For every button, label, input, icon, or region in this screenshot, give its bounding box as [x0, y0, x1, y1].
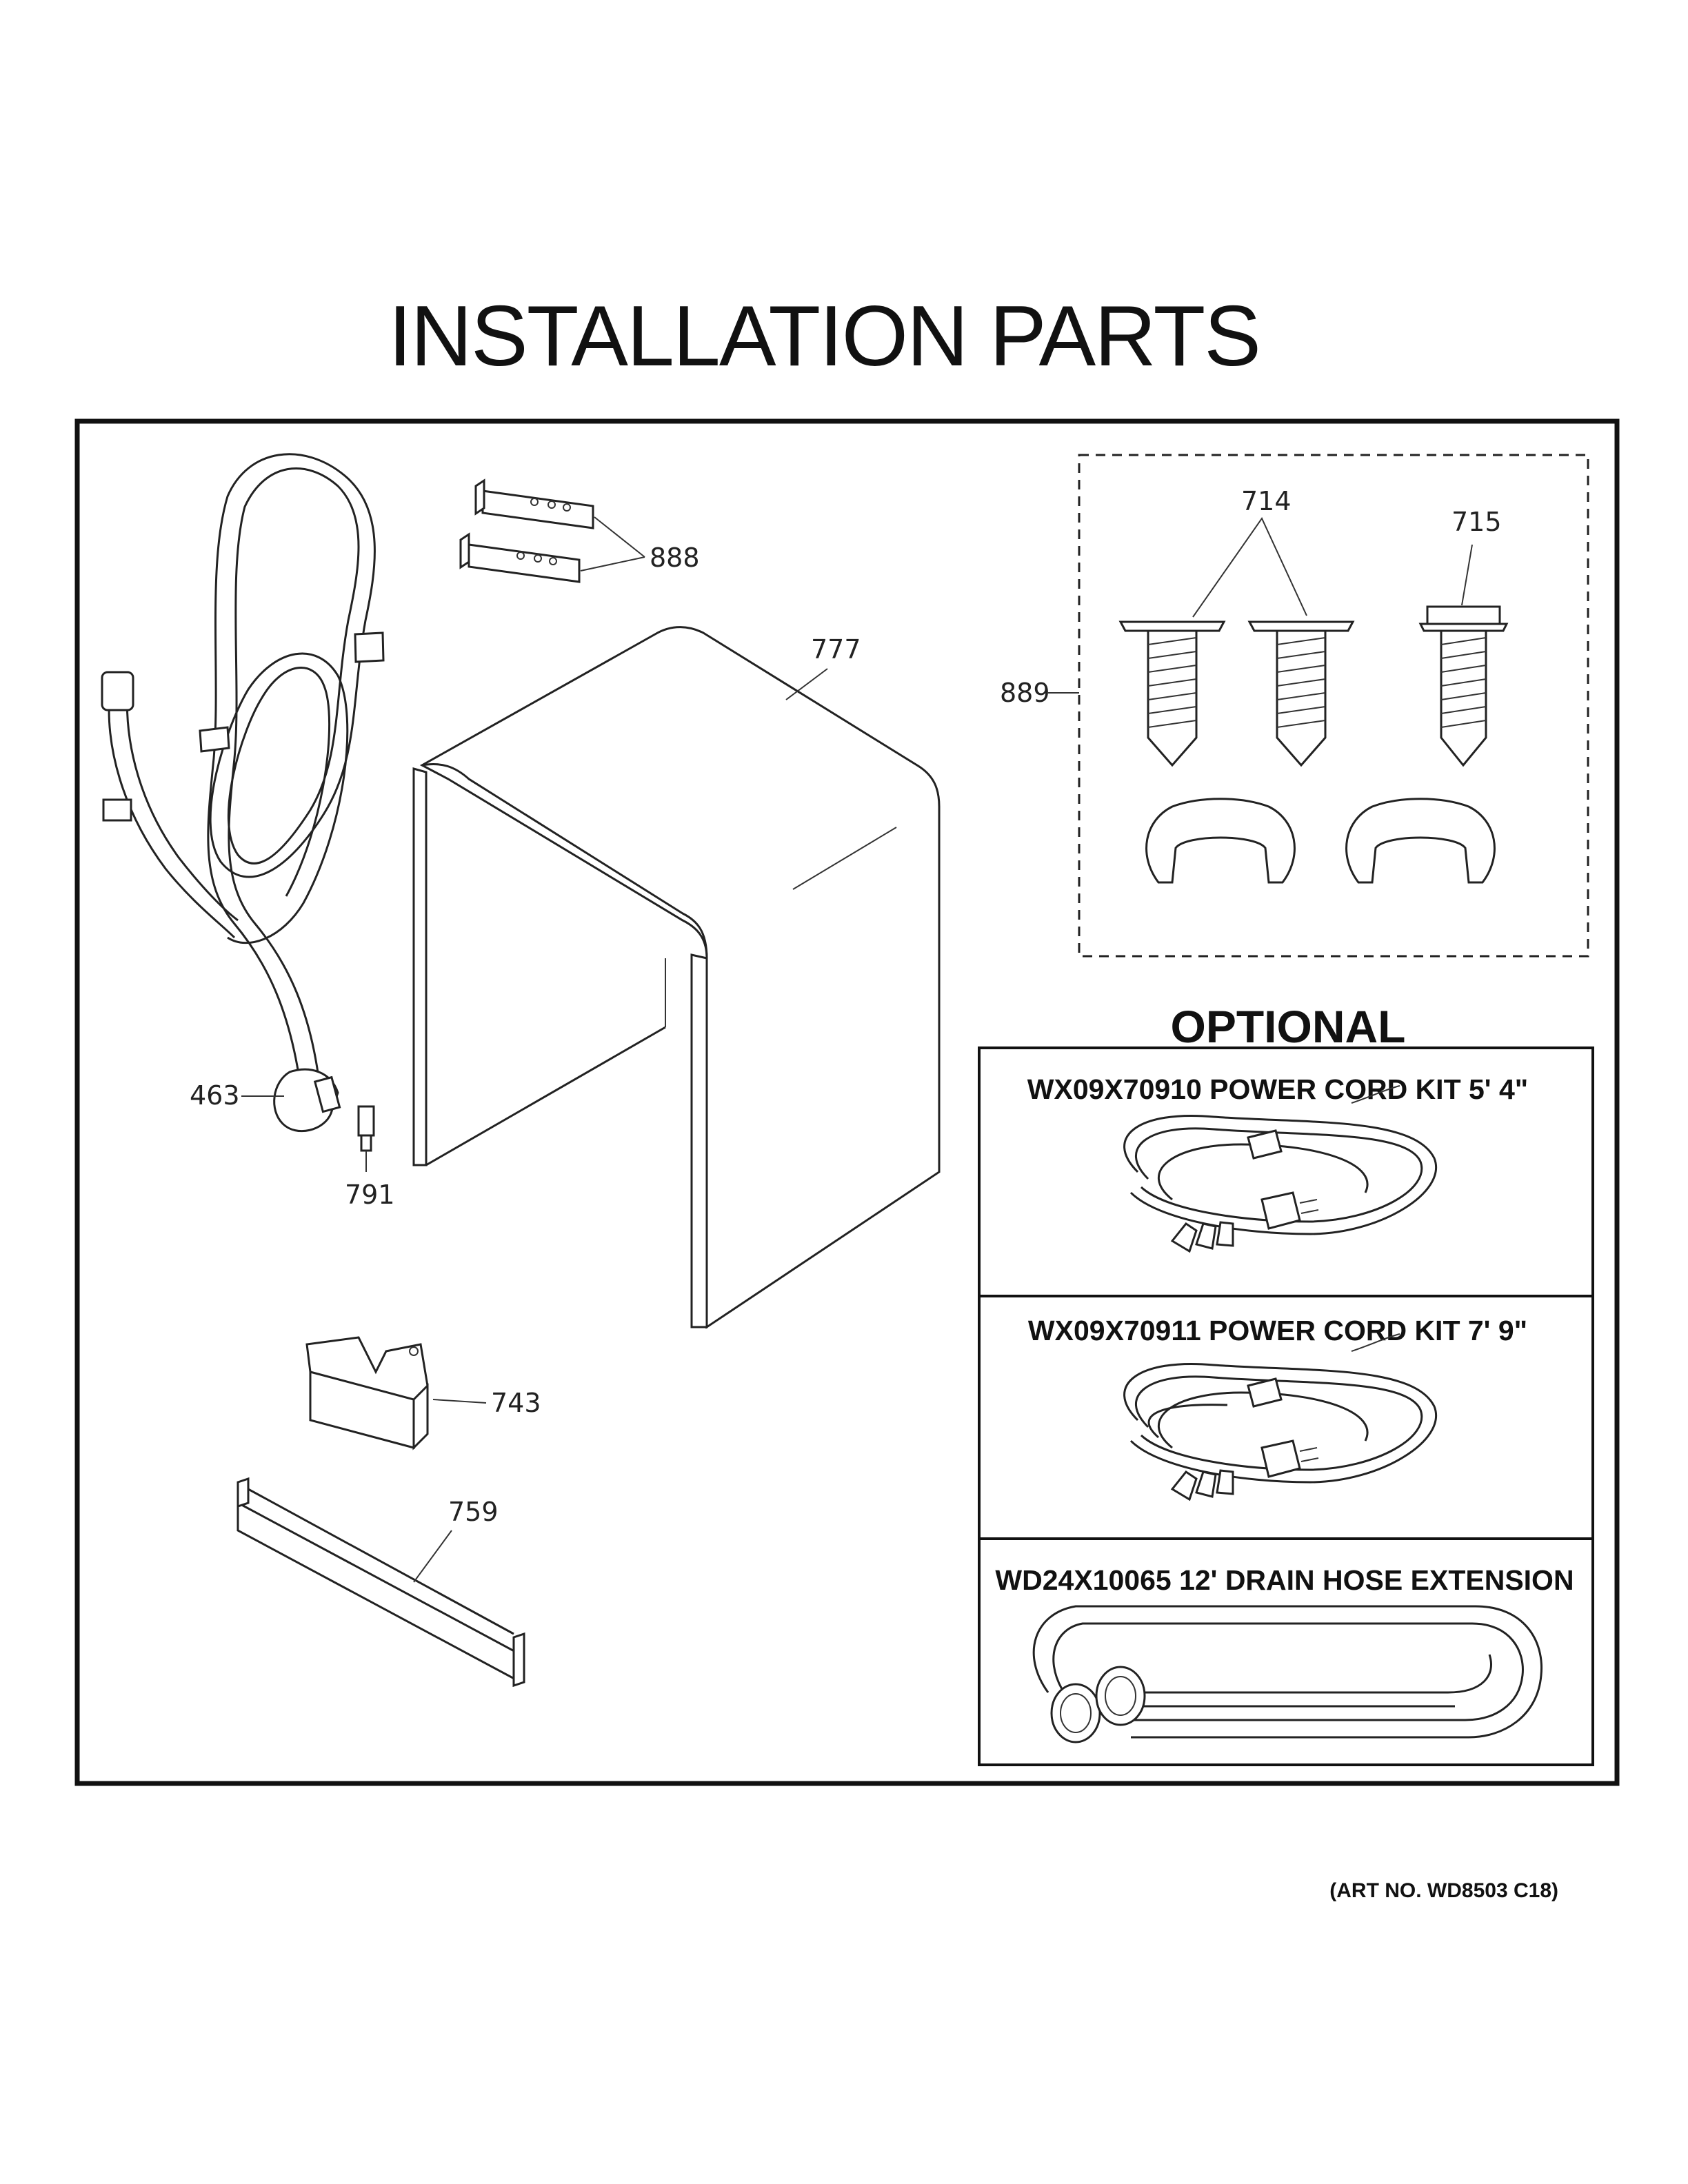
drain-hose-icon: [101, 453, 385, 1133]
callout-889: 889: [1000, 678, 1050, 708]
power-cord-icon: [1123, 1333, 1437, 1502]
drain-hose-extension-icon: [1032, 1605, 1543, 1743]
optional-kits-box: [978, 1046, 1594, 1766]
grommet-icon: [1345, 798, 1496, 884]
cabinet-shroud-icon: [412, 626, 941, 1329]
callout-759: 759: [448, 1497, 499, 1527]
power-cord-icon: [1123, 1085, 1437, 1253]
page-title: INSTALLATION PARTS: [388, 289, 1260, 384]
kit-label-drain-hose-extension: WD24X10065 12' DRAIN HOSE EXTENSION: [995, 1564, 1574, 1596]
kit-label-cord-7ft9in: WX09X70911 POWER CORD KIT 7' 9": [1028, 1315, 1527, 1346]
callout-714: 714: [1241, 486, 1292, 516]
callout-463: 463: [190, 1080, 240, 1111]
screw-icon: [1118, 620, 1226, 767]
art-number: (ART NO. WD8503 C18): [1329, 1879, 1558, 1902]
callout-743: 743: [491, 1388, 541, 1418]
toe-strip-icon: [237, 1477, 525, 1688]
grommet-icon: [1145, 798, 1296, 884]
hardware-kit-box: [1078, 454, 1589, 958]
callout-leader-777: [785, 668, 828, 700]
callout-leader-715: [1461, 544, 1473, 606]
optional-heading: OPTIONAL: [1171, 1001, 1406, 1052]
callout-leader-888: [580, 516, 645, 572]
callout-leader-714: [1192, 516, 1307, 618]
diagram-frame: [74, 418, 1620, 1786]
screw-icon: [1247, 620, 1355, 767]
callout-leader-759: [413, 1530, 452, 1583]
hex-screw-icon: [1418, 605, 1509, 767]
connector-icon: [357, 1105, 375, 1152]
callout-leader-743: [432, 1399, 487, 1404]
junction-box-icon: [305, 1336, 429, 1450]
callout-715: 715: [1451, 507, 1502, 537]
kit-label-cord-5ft4in: WX09X70910 POWER CORD KIT 5' 4": [1027, 1073, 1528, 1105]
callout-888: 888: [650, 543, 700, 573]
callout-791: 791: [345, 1180, 395, 1210]
bracket-icon: [459, 478, 594, 583]
callout-777: 777: [811, 634, 861, 665]
